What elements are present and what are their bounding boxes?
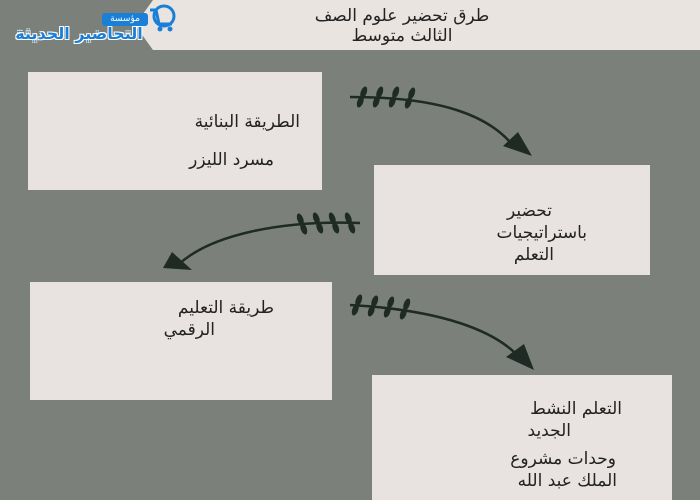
cart-icon	[150, 4, 176, 32]
logo-badge: مؤسسة	[102, 13, 148, 26]
method-box-digital: طريقة التعليم الرقمي	[30, 282, 332, 400]
box-text: طريقة التعليم	[177, 298, 274, 318]
method-box-constructivist: الطريقة البنائية مسرد الليزر	[28, 72, 322, 190]
arrow-1	[349, 85, 532, 156]
box-text: التعلم النشط	[530, 399, 622, 419]
box-text: التعلم	[513, 245, 554, 265]
title-line-2: الثالث متوسط	[351, 26, 453, 46]
box-text: مسرد الليزر	[189, 150, 274, 170]
box-text: وحدات مشروع	[510, 449, 616, 469]
logo-name: التحاضير الحديثة	[15, 24, 143, 43]
box-text: الرقمي	[163, 320, 215, 340]
title-line-1: طرق تحضير علوم الصف	[314, 6, 490, 26]
brand-logo: مؤسسة التحاضير الحديثة	[0, 0, 180, 48]
leaf-sprig-icon	[355, 85, 417, 110]
arrow-3	[349, 293, 534, 370]
arrow-head-icon	[163, 252, 192, 270]
arrow-head-icon	[506, 344, 534, 370]
arrow-2	[163, 211, 361, 270]
title-banner	[135, 0, 700, 50]
arrow-head-icon	[503, 132, 532, 156]
box-text: باستراتيجيات	[496, 223, 587, 243]
box-text: تحضير	[507, 201, 552, 221]
box-text: الملك عبد الله	[517, 471, 617, 491]
leaf-sprig-icon	[350, 293, 412, 321]
page-title: طرق تحضير علوم الصف الثالث متوسط	[272, 6, 532, 46]
box-text: الطريقة البنائية	[194, 112, 300, 132]
box-text: الجديد	[527, 421, 571, 441]
leaf-sprig-icon	[295, 211, 357, 236]
method-box-strategies: تحضير باستراتيجيات التعلم	[374, 165, 650, 275]
method-box-active-learning: التعلم النشط الجديد وحدات مشروع الملك عب…	[372, 375, 672, 500]
